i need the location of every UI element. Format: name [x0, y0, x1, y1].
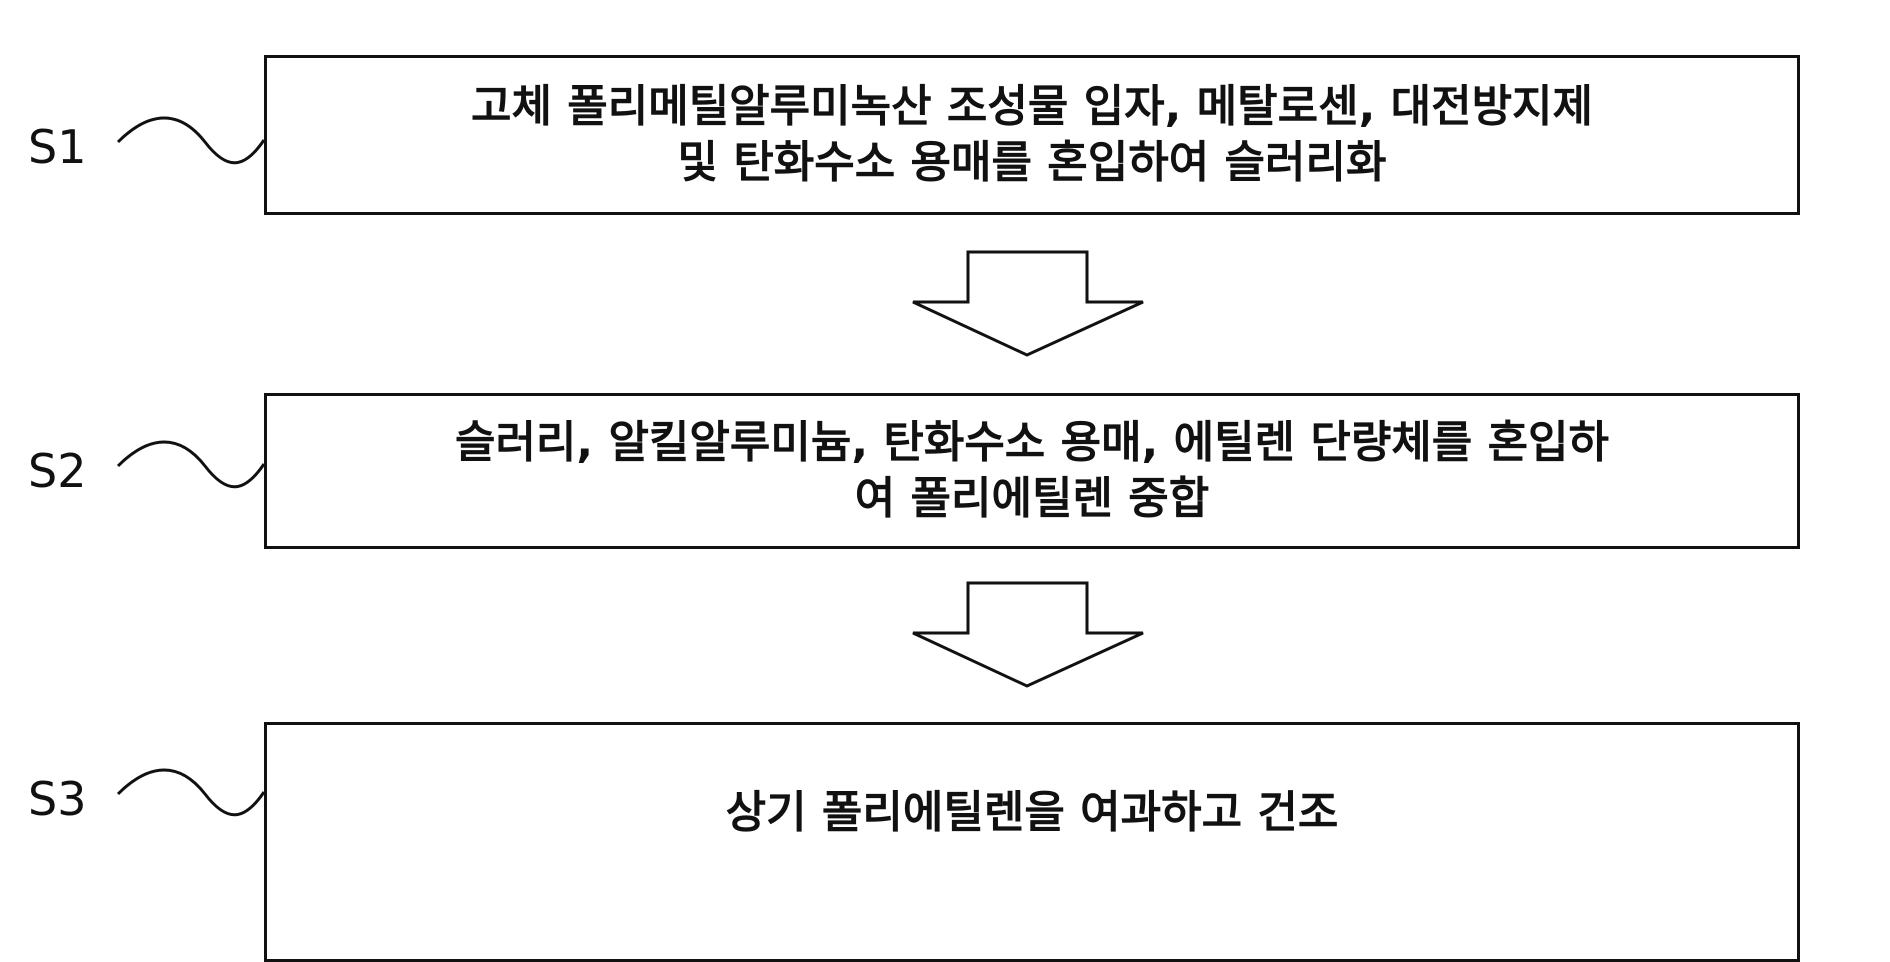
step-label-s1: S1 [28, 120, 87, 174]
step-box-s3: 상기 폴리에틸렌을 여과하고 건조 [264, 722, 1800, 962]
step-s1-text-line-2: 및 탄화수소 용매를 혼입하여 슬러리화 [677, 137, 1387, 188]
step-box-s1: 고체 폴리메틸알루미녹산 조성물 입자, 메탈로센, 대전방지제 및 탄화수소 … [264, 55, 1800, 215]
step-s1-text-line-1: 고체 폴리메틸알루미녹산 조성물 입자, 메탈로센, 대전방지제 [470, 81, 1594, 132]
flowchart-canvas [116, 116, 1144, 817]
step-label-s3: S3 [28, 772, 87, 826]
step-s2-text-line-2: 여 폴리에틸렌 중합 [854, 473, 1210, 524]
step-s2-text-line-1: 슬러리, 알킬알루미늄, 탄화수소 용매, 에틸렌 단량체를 혼입하 [454, 417, 1610, 468]
down-arrow-2 [912, 581, 1144, 688]
step-label-s2: S2 [28, 444, 87, 498]
leader-squiggle-s1 [116, 116, 266, 165]
down-arrow-1 [912, 250, 1144, 357]
step-box-s2: 슬러리, 알킬알루미늄, 탄화수소 용매, 에틸렌 단량체를 혼입하 여 폴리에… [264, 393, 1800, 549]
leader-squiggle-s2 [116, 440, 266, 489]
step-s3-text-line-1: 상기 폴리에틸렌을 여과하고 건조 [725, 787, 1339, 838]
leader-squiggle-s3 [116, 768, 266, 817]
